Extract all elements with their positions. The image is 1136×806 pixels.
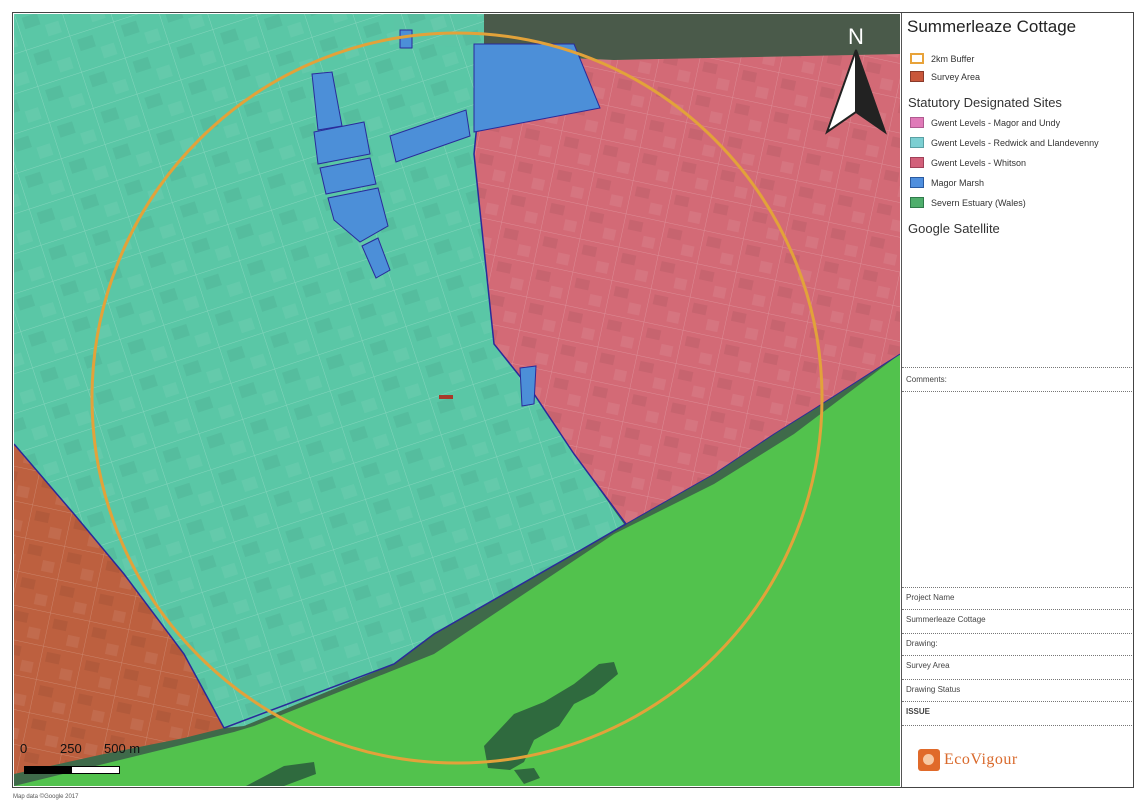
legend-label: Gwent Levels - Magor and Undy <box>931 117 1061 128</box>
legend-swatch <box>910 137 924 148</box>
legend-label: 2km Buffer <box>931 53 975 64</box>
project-name-label: Project Name <box>906 593 955 602</box>
divider <box>902 679 1133 680</box>
drawing-status-label: Drawing Status <box>906 685 961 694</box>
legend-item-magor-undy: Gwent Levels - Magor and Undy <box>910 117 1060 128</box>
legend-label: Survey Area <box>931 71 981 82</box>
legend-label: Gwent Levels - Whitson <box>931 157 1027 168</box>
scale-label-500: 500 m <box>104 741 141 756</box>
divider <box>902 391 1133 392</box>
legend-label: Gwent Levels - Redwick and Llandevenny <box>931 137 1099 148</box>
divider <box>902 609 1133 610</box>
legend-swatch <box>910 157 924 168</box>
survey-point-marker <box>439 395 453 399</box>
legend-section-title: Statutory Designated Sites <box>908 95 1062 110</box>
divider <box>902 587 1133 588</box>
legend-item-severn: Severn Estuary (Wales) <box>910 197 1026 208</box>
legend-swatch <box>910 197 924 208</box>
legend-label: Severn Estuary (Wales) <box>931 197 1026 208</box>
divider <box>902 367 1133 368</box>
divider <box>902 633 1133 634</box>
logo-text: EcoVigour <box>944 751 1018 768</box>
legend-swatch-survey-area <box>910 71 924 82</box>
legend-item-whitson: Gwent Levels - Whitson <box>910 157 1026 168</box>
legend-item-buffer: 2km Buffer <box>910 53 974 64</box>
drawing-value: Survey Area <box>906 661 950 670</box>
logo-icon <box>918 749 940 771</box>
legend-swatch-buffer <box>910 53 924 64</box>
legend-label: Magor Marsh <box>931 177 985 188</box>
legend-swatch <box>910 177 924 188</box>
north-arrow: N <box>821 24 891 136</box>
divider <box>902 725 1133 726</box>
map-svg <box>14 14 900 786</box>
project-name-value: Summerleaze Cottage <box>906 615 986 624</box>
comments-label: Comments: <box>906 375 947 384</box>
legend-item-magor-marsh: Magor Marsh <box>910 177 984 188</box>
map-layout-frame: N 0 250 500 m Summerleaze Cottage 2km Bu… <box>12 12 1134 788</box>
divider <box>902 655 1133 656</box>
scale-bar <box>24 766 120 774</box>
company-logo: EcoVigour <box>918 749 1018 771</box>
north-arrow-label: N <box>848 24 864 49</box>
map-title: Summerleaze Cottage <box>907 17 1077 36</box>
map-attribution: Map data ©Google 2017 <box>13 794 79 800</box>
map-canvas[interactable]: N 0 250 500 m <box>14 14 900 786</box>
legend-item-redwick: Gwent Levels - Redwick and Llandevenny <box>910 137 1099 148</box>
legend-panel: Summerleaze Cottage 2km Buffer Survey Ar… <box>901 13 1133 787</box>
drawing-status-value: ISSUE <box>906 707 931 716</box>
legend-swatch <box>910 117 924 128</box>
divider <box>902 701 1133 702</box>
legend-item-survey-area: Survey Area <box>910 71 980 82</box>
scale-label-250: 250 <box>60 741 82 756</box>
scale-label-0: 0 <box>20 741 28 756</box>
legend-basemap-label: Google Satellite <box>908 221 1000 236</box>
drawing-label: Drawing: <box>906 639 938 648</box>
